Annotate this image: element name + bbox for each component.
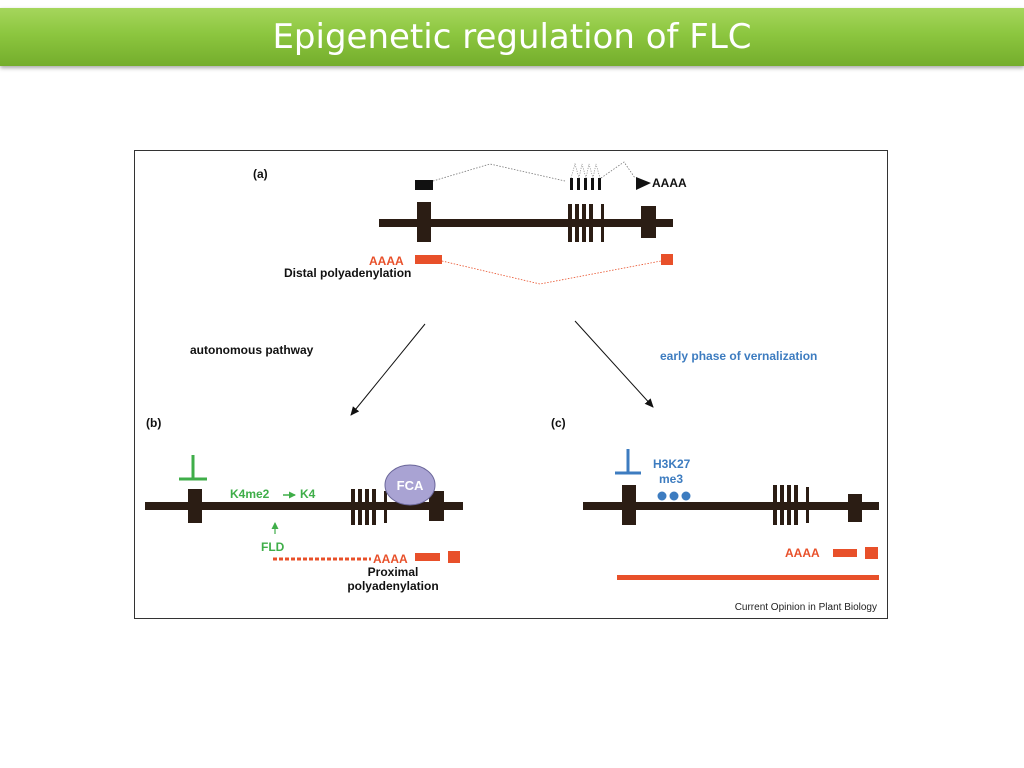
- panel-a-distal-splice-line: [441, 260, 662, 285]
- panel-b-k4-label: K4: [300, 487, 316, 501]
- panel-c-label: (c): [551, 416, 566, 430]
- proximal-label-line2: polyadenylation: [347, 579, 438, 593]
- panel-a-distal-exon-2: [661, 254, 673, 265]
- panel-b-k4me2-label: K4me2: [230, 487, 270, 501]
- fca-label: FCA: [397, 478, 424, 493]
- flc-diagram: (a) AAAA AAAA Distal polyadenylation aut…: [145, 161, 879, 613]
- fld-label: FLD: [261, 540, 285, 554]
- panel-c-gene-model: [583, 485, 879, 525]
- panel-a-distal-poly-a: AAAA: [369, 254, 404, 268]
- h3k27-label: H3K27: [653, 457, 691, 471]
- panel-b-gene-model: [145, 489, 463, 525]
- methyl-dot-2: [669, 491, 679, 501]
- vernalization-label: early phase of vernalization: [660, 349, 817, 363]
- me3-label: me3: [659, 472, 683, 486]
- vernalization-arrow: [574, 320, 654, 408]
- panel-b-exon-1: [415, 553, 440, 561]
- panel-c-exon-1: [833, 549, 857, 557]
- methyl-dot-3: [681, 491, 691, 501]
- title-bar: [0, 8, 1024, 66]
- fca-protein: [384, 464, 436, 506]
- panel-a-gene-model: [379, 202, 673, 242]
- panel-b-label: (b): [146, 416, 161, 430]
- autonomous-pathway-arrow: [350, 323, 426, 416]
- panel-c-poly-a: AAAA: [785, 546, 820, 560]
- autonomous-pathway-label: autonomous pathway: [190, 343, 314, 357]
- figure-credit: Current Opinion in Plant Biology: [735, 602, 877, 613]
- panel-b-exon-2: [448, 551, 460, 563]
- panel-c-repression-symbol: [615, 449, 641, 475]
- proximal-label-line1: Proximal: [368, 565, 419, 579]
- panel-c-exon-2: [865, 547, 878, 559]
- methyl-dot-1: [657, 491, 667, 501]
- panel-b-repression-symbol: [179, 455, 207, 481]
- panel-a-label: (a): [253, 167, 268, 181]
- figure-frame: (a) AAAA AAAA Distal polyadenylation aut…: [134, 150, 888, 619]
- panel-a-transcript-poly-a: AAAA: [652, 176, 687, 190]
- panel-b-poly-a: AAAA: [373, 552, 408, 566]
- slide-title: Epigenetic regulation of FLC: [272, 17, 752, 57]
- panel-c-antisense-transcript: [617, 575, 879, 580]
- panel-a-distal-label: Distal polyadenylation: [284, 266, 411, 280]
- panel-a-spliced-transcript: [415, 161, 651, 190]
- panel-a-distal-exon-1: [415, 255, 442, 264]
